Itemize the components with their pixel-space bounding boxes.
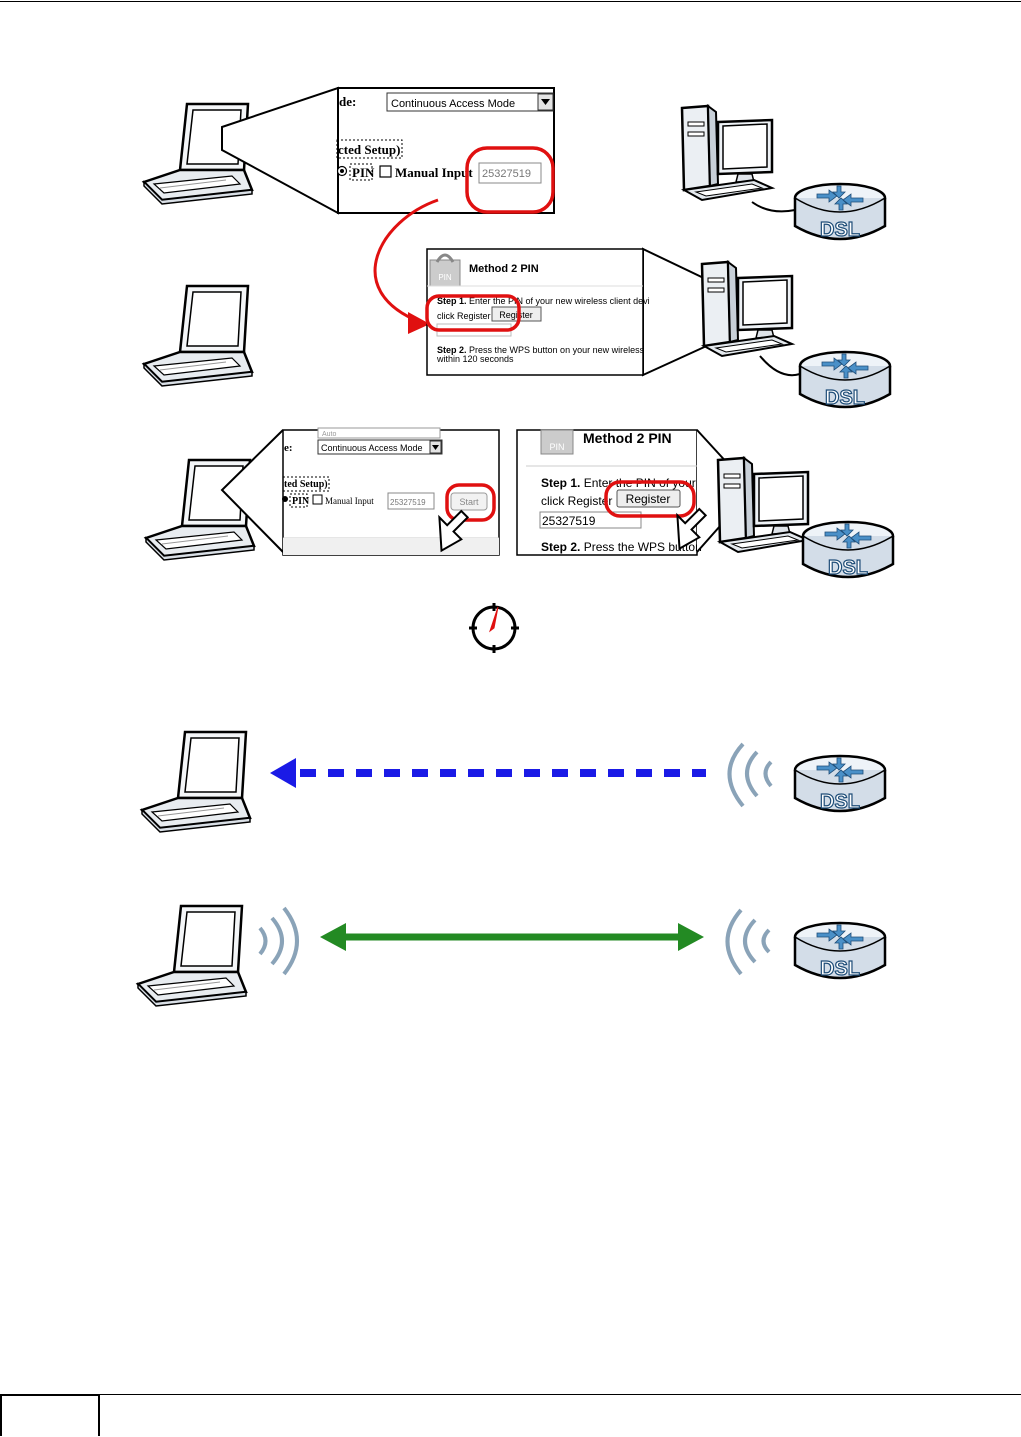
desktop-row1 [680, 104, 774, 202]
timer-icon [469, 603, 519, 653]
laptop-row2 [142, 284, 254, 388]
desktop-row2 [700, 260, 794, 358]
wps-client-start-panel: Auto e: Continuous Access Mode ted Setup… [282, 427, 500, 556]
cable-row1 [751, 201, 796, 213]
pin-radio[interactable] [282, 496, 288, 502]
register-label: Register [626, 492, 671, 506]
lock-label: PIN [549, 442, 564, 452]
page-number-box [0, 1394, 100, 1436]
mode-label: de: [339, 94, 356, 109]
router-row4: DSL [793, 754, 887, 814]
mode-select[interactable] [317, 439, 443, 455]
register-button[interactable] [491, 306, 542, 322]
register-highlight [604, 480, 696, 518]
router-register-panel: PIN Method 2 PIN Step 1. Enter the PIN o… [516, 429, 706, 556]
pin-highlight [465, 146, 555, 214]
setup-label: ted Setup) [284, 479, 328, 490]
lock-icon [540, 429, 574, 455]
manual-input-checkbox[interactable] [312, 494, 323, 505]
footer-rule [0, 1394, 1021, 1395]
discovery-arrowhead [270, 758, 296, 788]
mode-label: e: [284, 442, 293, 454]
copy-pin-arrow [373, 198, 439, 324]
step2-line2: within 120 seconds [436, 354, 514, 364]
router-row2: DSL [798, 350, 892, 410]
start-highlight [445, 483, 496, 522]
mode-value: Continuous Access Mode [391, 98, 515, 110]
copy-pin-arrowhead [408, 312, 430, 334]
signal-waves-router-row5 [725, 908, 771, 976]
router-label: DSL [828, 557, 868, 579]
router-label: DSL [820, 219, 860, 241]
router-label: DSL [820, 958, 860, 980]
pin-value: 25327519 [542, 514, 596, 528]
register-label: Register [499, 310, 533, 320]
router-row1: DSL [793, 182, 887, 242]
step2-text: Step 2. Press the WPS button on your new… [437, 345, 645, 355]
router-row5: DSL [793, 921, 887, 981]
manual-input-label: Manual Input [325, 496, 374, 506]
router-label: DSL [825, 387, 865, 409]
laptop-row5 [136, 904, 248, 1008]
manual-input-checkbox[interactable] [379, 165, 392, 178]
pointer-icon [676, 507, 708, 551]
method-title: Method 2 PIN [469, 263, 539, 275]
header-rule [0, 1, 1021, 2]
pin-label: PIN [292, 496, 310, 507]
signal-waves-router-row4 [727, 742, 773, 808]
connection-arrowhead-left [320, 923, 346, 951]
chevron-down-icon [541, 99, 550, 105]
setup-label: cted Setup) [338, 142, 400, 157]
chevron-down-icon [432, 445, 439, 450]
manual-input-label: Manual Input [395, 165, 473, 180]
start-label: Start [459, 497, 479, 507]
mode-top-value: Auto [322, 431, 337, 438]
pointer-icon [438, 509, 470, 553]
laptop-row4 [140, 730, 252, 834]
callout-wedge-row3-left [220, 429, 284, 553]
start-button[interactable] [450, 492, 488, 511]
step2-text: Step 2. Press the WPS button [541, 540, 702, 554]
pin-value: 25327519 [390, 498, 426, 507]
wps-client-panel: de: Continuous Access Mode cted Setup) P… [336, 87, 555, 214]
register-button[interactable] [616, 489, 681, 508]
router-row3: DSL [801, 520, 895, 580]
mode-value: Continuous Access Mode [321, 443, 423, 453]
register-highlight [425, 294, 521, 332]
router-label: DSL [820, 791, 860, 813]
method-title: Method 2 PIN [583, 430, 672, 446]
pin-field[interactable] [387, 492, 435, 510]
connection-arrowhead-right [678, 923, 704, 951]
step1-line2: click Register [437, 311, 491, 321]
pin-field[interactable] [478, 162, 542, 184]
step1-text: Step 1. Enter the PIN of your new wirele… [437, 296, 650, 306]
lock-label: PIN [438, 273, 452, 282]
desktop-row3 [716, 456, 810, 554]
pin-value: 25327519 [482, 168, 531, 180]
signal-waves-laptop-row5 [258, 906, 299, 976]
step1-line2: click Register [541, 494, 612, 508]
router-method2-panel: PIN Method 2 PIN Step 1. Enter the PIN o… [426, 248, 650, 376]
pin-label: PIN [352, 165, 375, 180]
cable-row2 [759, 355, 801, 377]
